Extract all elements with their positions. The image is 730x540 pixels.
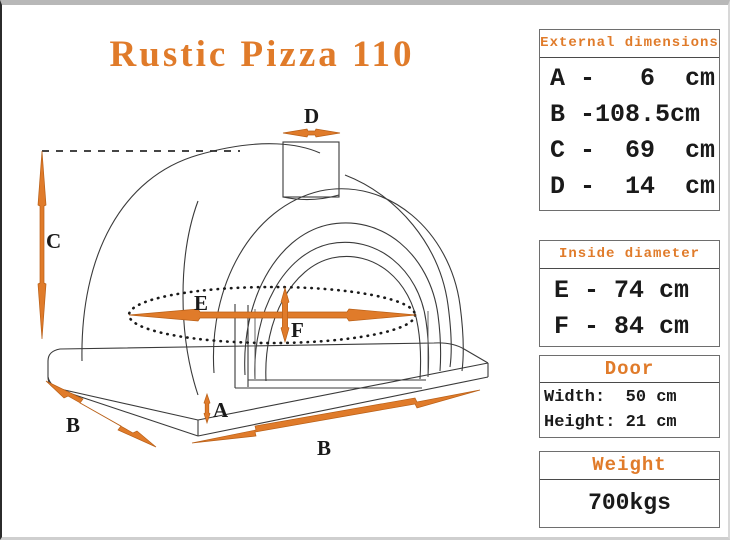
table-inside-diameter-header: Inside diameter [540, 241, 719, 269]
table-row: E - 74 cm [554, 276, 690, 305]
dimension-arrow-d [282, 128, 341, 138]
page-title: Rustic Pizza 110 [109, 34, 415, 75]
dimension-label-b-right: B [317, 436, 331, 460]
dimension-label-d: D [304, 104, 319, 128]
dimension-label-a: A [213, 398, 229, 422]
table-row: Height: 21 cm [544, 413, 677, 432]
oven-dome-body [81, 143, 452, 396]
dimension-arrow-a [203, 392, 211, 425]
dimension-arrow-e [128, 308, 417, 322]
table-row: Width: 50 cm [544, 388, 677, 407]
oven-door-opening [234, 241, 430, 389]
dimension-arrow-b-left [45, 380, 157, 448]
table-external-dimensions-header: External dimensions [540, 30, 719, 58]
dimension-arrow-f [280, 286, 290, 344]
table-inside-diameter-body: E - 74 cm F - 84 cm [540, 269, 719, 345]
table-door-header: Door [540, 356, 719, 383]
table-row: 700kgs [588, 490, 671, 516]
dimension-label-c: C [46, 229, 61, 253]
dimension-label-b-left: B [66, 413, 80, 437]
table-row: A - 6 cm [550, 64, 716, 93]
table-door: Door Width: 50 cm Height: 21 cm [539, 355, 720, 438]
dimension-label-f: F [291, 318, 304, 342]
table-weight-body: 700kgs [540, 480, 719, 527]
oven-front-arch [212, 188, 464, 376]
dimension-label-e: E [194, 291, 208, 315]
table-weight-header: Weight [540, 452, 719, 480]
dimension-arrow-b-right [191, 389, 481, 444]
table-row: C - 69 cm [550, 136, 716, 165]
table-inside-diameter: Inside diameter E - 74 cm F - 84 cm [539, 240, 720, 347]
oven-technical-drawing: .ln { fill:none; stroke:#3a3a3a; stroke-… [37, 104, 489, 460]
table-row: D - 14 cm [550, 172, 716, 201]
table-external-dimensions: External dimensions A - 6 cm B -108.5cm … [539, 29, 720, 211]
table-weight: Weight 700kgs [539, 451, 720, 528]
table-row: F - 84 cm [554, 312, 690, 341]
oven-chimney [282, 141, 340, 201]
table-door-body: Width: 50 cm Height: 21 cm [540, 383, 719, 435]
table-row: B -108.5cm [550, 100, 701, 129]
table-external-dimensions-body: A - 6 cm B -108.5cm C - 69 cm D - 14 cm [540, 58, 719, 205]
dimension-arrow-c [37, 150, 47, 340]
